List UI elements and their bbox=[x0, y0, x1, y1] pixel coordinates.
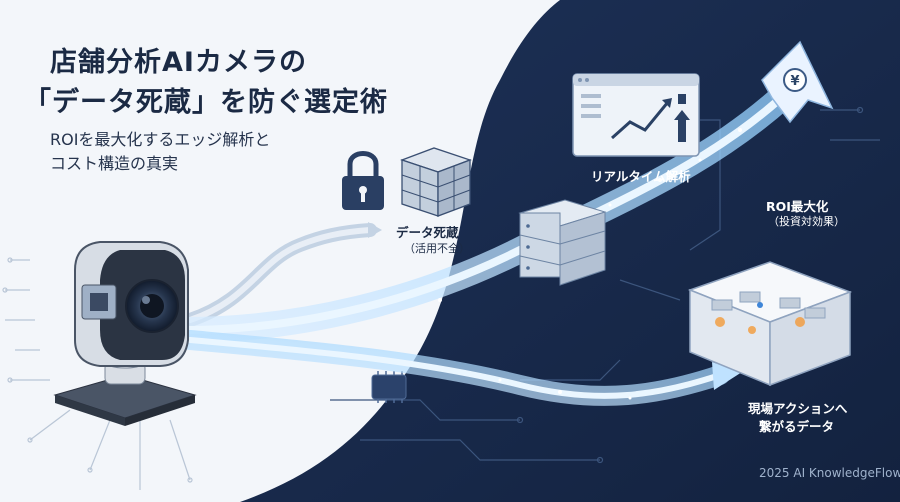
storage-boxes-icon bbox=[400, 147, 472, 217]
title-line-2: 「データ死蔵」を防ぐ選定術 bbox=[24, 87, 388, 118]
yen-arrow-icon: ¥ bbox=[761, 40, 834, 124]
data-dead-label: データ死蔵 bbox=[396, 225, 459, 240]
circuit-traces-light bbox=[2, 257, 193, 490]
server-icon bbox=[518, 199, 607, 286]
store-floor-icon bbox=[687, 261, 853, 387]
subtitle-line-1: ROIを最大化するエッジ解析と bbox=[50, 130, 271, 149]
credit-text: 2025 AI KnowledgeFlow bbox=[759, 466, 900, 480]
roi-sublabel: （投資対効果） bbox=[768, 215, 845, 228]
field-action-label: 現場アクションへ bbox=[748, 401, 848, 416]
title-line-1: 店舗分析AIカメラの bbox=[50, 47, 307, 78]
edge-ai-camera-icon bbox=[53, 241, 197, 426]
subtitle-line-2: コスト構造の真実 bbox=[50, 154, 179, 173]
chip-icon bbox=[371, 371, 407, 403]
realtime-label: リアルタイム解析 bbox=[591, 169, 691, 184]
data-dead-sublabel: （活用不全） bbox=[404, 242, 470, 255]
field-action-sublabel: 繋がるデータ bbox=[759, 419, 835, 434]
lock-icon bbox=[342, 151, 384, 210]
svg-text:¥: ¥ bbox=[790, 74, 799, 89]
analytics-dashboard-icon bbox=[572, 73, 700, 157]
roi-label: ROI最大化 bbox=[766, 199, 829, 214]
circuit-traces-dark bbox=[330, 106, 880, 464]
